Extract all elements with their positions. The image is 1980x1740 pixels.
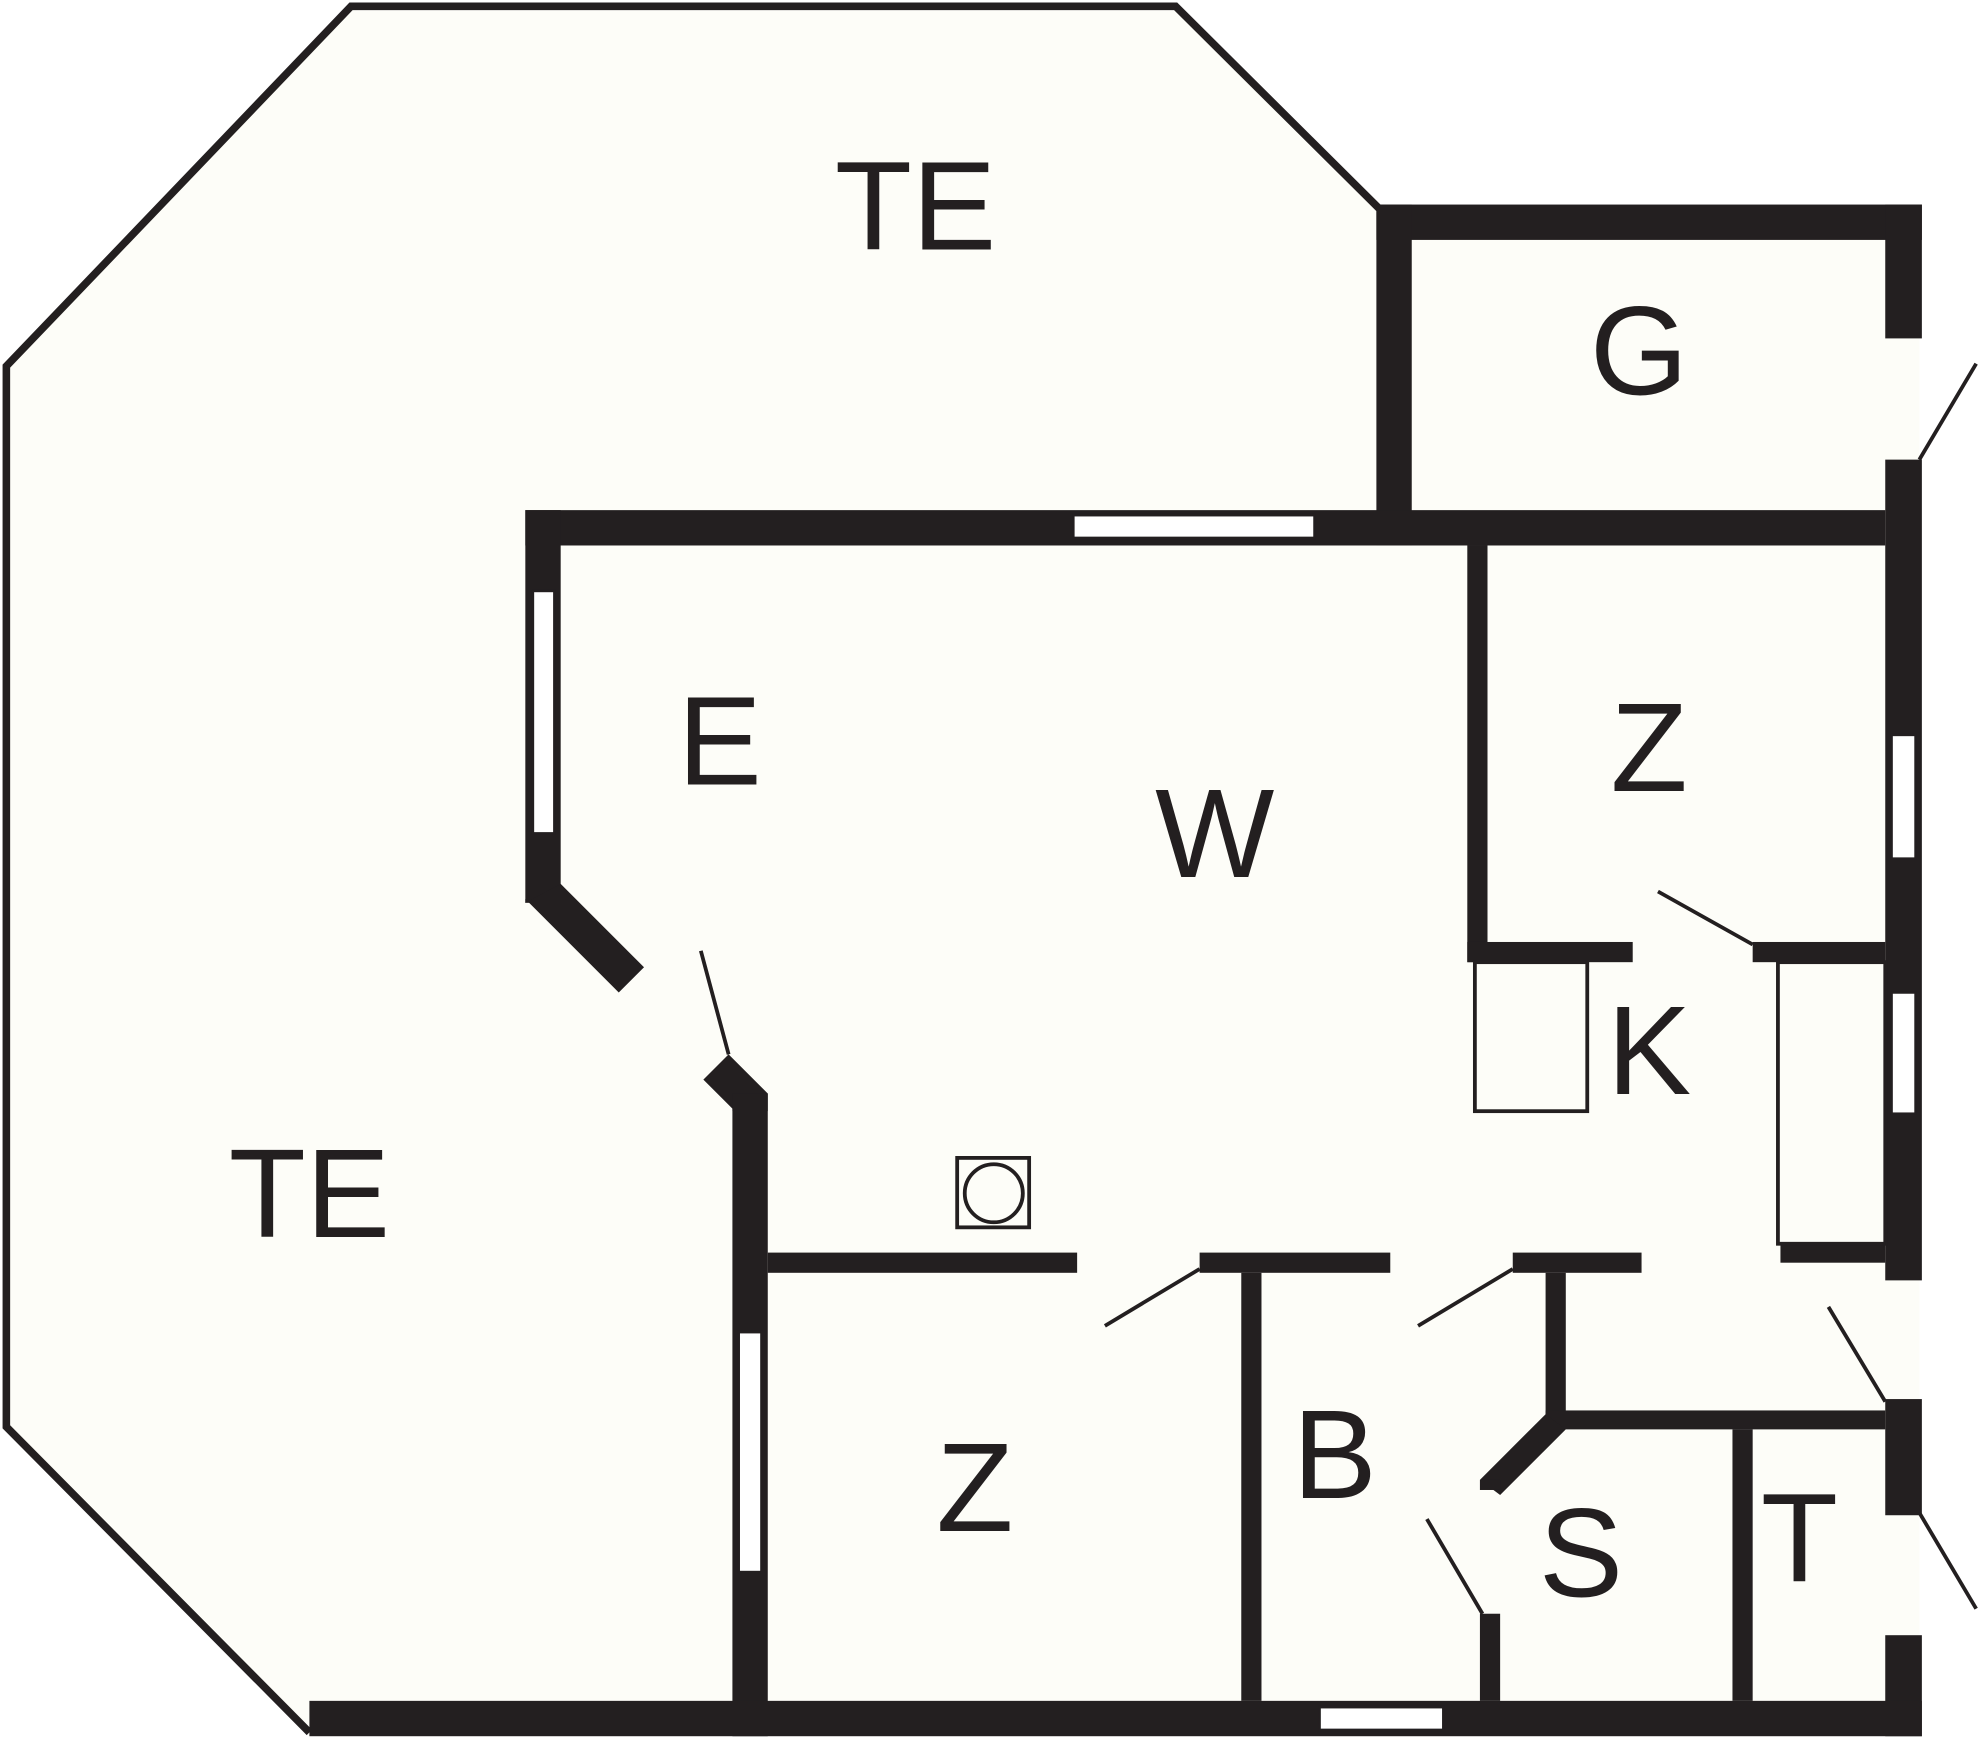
room-label-bedroom-2: Z [936,1417,1013,1558]
fixtures [955,960,1888,1246]
room-label-living: W [1155,763,1274,904]
kitchen-cabinet [1776,960,1888,1246]
doors [699,362,1978,1615]
window [1890,733,1917,860]
window [1890,991,1917,1115]
room-label-entrance: E [678,671,762,812]
floor-area [6,6,1920,1737]
room-label-bedroom-1: Z [1611,677,1688,818]
room-label-kitchen: K [1607,980,1691,1121]
room-label-bathroom: B [1293,1384,1377,1525]
stove-box [955,1156,1032,1230]
terrace-edge [2,2,1382,1736]
room-label-terrace-top: TE [835,135,996,276]
windows [531,513,1917,1732]
window [1072,513,1316,540]
window [1318,1705,1445,1732]
room-label-terrace-left: TE [229,1123,390,1264]
window [531,589,556,835]
room-label-garage: G [1590,281,1688,422]
room-label-storage: S [1539,1483,1623,1624]
stove-icon [962,1162,1025,1225]
room-labels: TE TE G E W Z K Z B S T [229,135,1838,1623]
room-label-toilet: T [1761,1467,1838,1608]
kitchen-counter [1472,960,1590,1114]
window [737,1330,763,1574]
